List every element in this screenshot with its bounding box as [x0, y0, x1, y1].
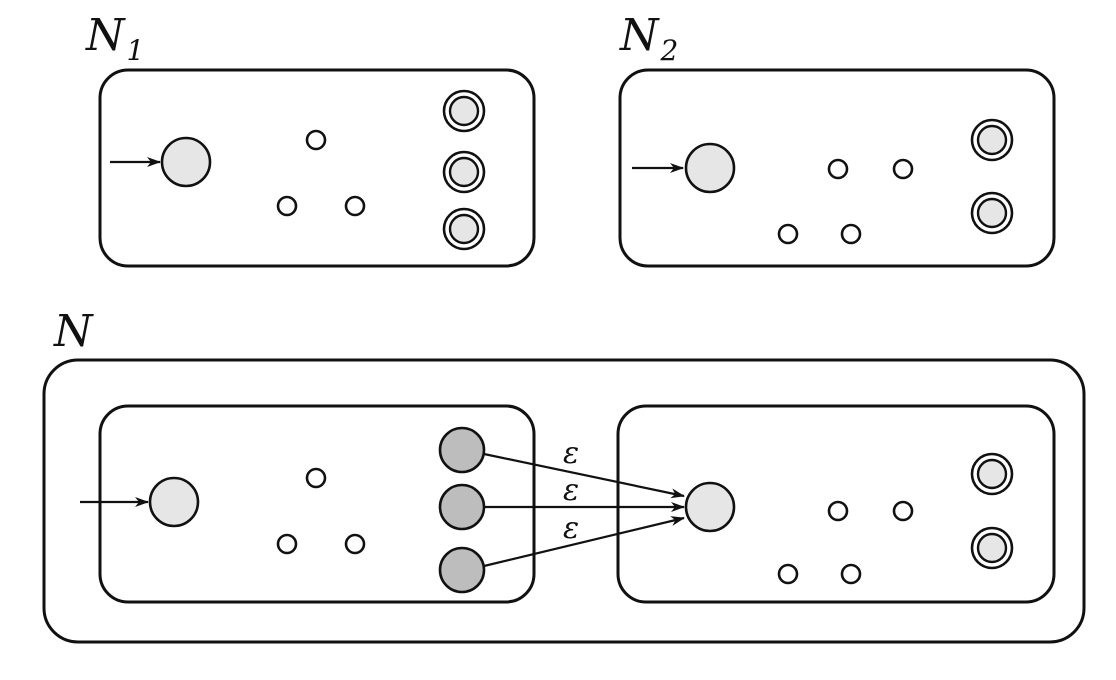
- accept-state-n1-1: [442, 89, 486, 133]
- nfa-n1: N1: [85, 10, 536, 268]
- accept-state-n1-2: [442, 150, 486, 194]
- state-n-inner2-d: [840, 563, 862, 585]
- epsilon-label-3: ε: [563, 511, 579, 546]
- accept-state-n-2: [970, 526, 1014, 570]
- accept-state-n1-3: [442, 207, 486, 251]
- state-n-inner1-a: [305, 467, 327, 489]
- accept-state-n2-1: [970, 118, 1014, 162]
- label-n2: N2: [619, 10, 678, 67]
- epsilon-label-2: ε: [563, 473, 579, 508]
- state-n2-a: [827, 158, 849, 180]
- former-accept-state-1: [438, 426, 486, 474]
- state-n1-c: [344, 195, 366, 217]
- box-n2: [618, 68, 1056, 268]
- state-n-inner2-c: [777, 563, 799, 585]
- label-n: N: [53, 306, 94, 357]
- accept-state-n2-2: [970, 191, 1014, 235]
- epsilon-transition-1: [483, 452, 685, 499]
- state-n1-a: [305, 129, 327, 151]
- start-state-n1: [160, 136, 212, 188]
- box-n-inner-n2: [616, 404, 1056, 604]
- box-n-inner-n1: [98, 404, 536, 604]
- state-n-inner2-a: [827, 500, 849, 522]
- state-n1-b: [276, 195, 298, 217]
- nfa-n: N ε ε ε: [42, 306, 1086, 644]
- start-state-n: [148, 476, 200, 528]
- label-n1: N1: [85, 10, 144, 67]
- nfa-n2: N2: [618, 10, 1056, 268]
- state-n2-b: [892, 158, 914, 180]
- former-accept-state-3: [438, 546, 486, 594]
- epsilon-transition-3: [483, 516, 685, 568]
- former-start-state-n2: [684, 481, 736, 533]
- state-n-inner2-b: [892, 500, 914, 522]
- state-n2-d: [840, 223, 862, 245]
- accept-state-n-1: [970, 452, 1014, 496]
- state-n2-c: [777, 223, 799, 245]
- box-n: [42, 358, 1086, 644]
- epsilon-label-1: ε: [563, 436, 579, 471]
- box-n1: [98, 68, 536, 268]
- state-n-inner1-b: [276, 533, 298, 555]
- start-state-n2: [684, 142, 736, 194]
- former-accept-state-2: [438, 483, 486, 531]
- state-n-inner1-c: [344, 533, 366, 555]
